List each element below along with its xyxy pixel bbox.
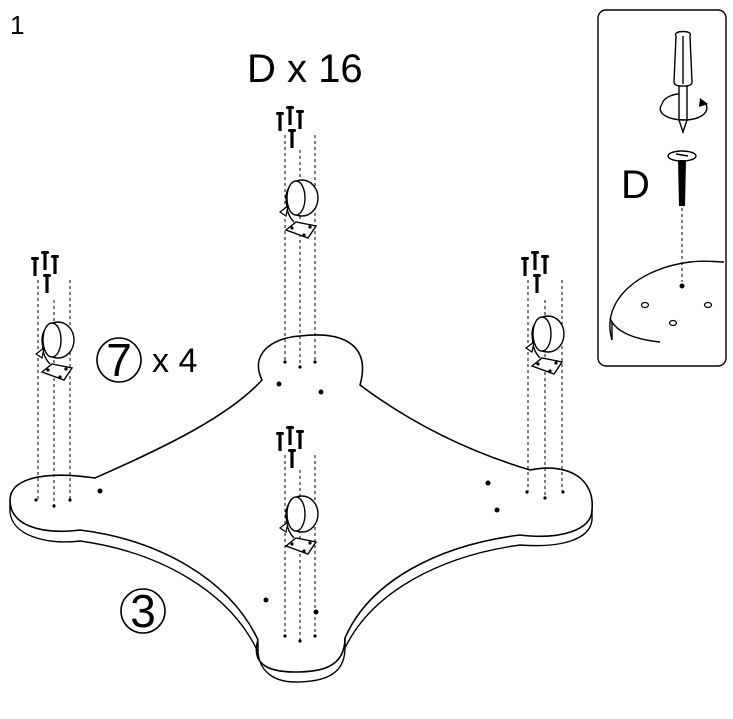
rotation-arrow-icon: [659, 93, 708, 121]
screw-icon: [521, 251, 549, 293]
screw-icon: [276, 106, 304, 148]
caster-group-right: [521, 251, 565, 498]
caster-group-center: [276, 426, 319, 641]
caster-part-callout: 7 x 4: [96, 334, 197, 386]
detail-inset: D: [597, 9, 727, 367]
caster-wheel-icon: [525, 315, 565, 375]
inset-part-letter: D: [621, 163, 650, 207]
screw-icon: [667, 150, 697, 206]
caster-quantity: x 4: [152, 342, 197, 380]
screw-count-label: D x 16: [247, 47, 363, 91]
caster-wheel-icon: [279, 179, 319, 239]
caster-group-top: [276, 106, 319, 367]
caster-group-left: [31, 251, 75, 506]
step-number: 1: [10, 10, 24, 40]
base-part-callout: 3: [120, 585, 166, 637]
caster-part-number: 7: [106, 334, 132, 386]
screwdriver-icon: [673, 30, 693, 135]
screw-icon: [31, 251, 59, 293]
caster-wheel-icon: [35, 321, 75, 381]
base-part-number: 3: [130, 585, 156, 637]
